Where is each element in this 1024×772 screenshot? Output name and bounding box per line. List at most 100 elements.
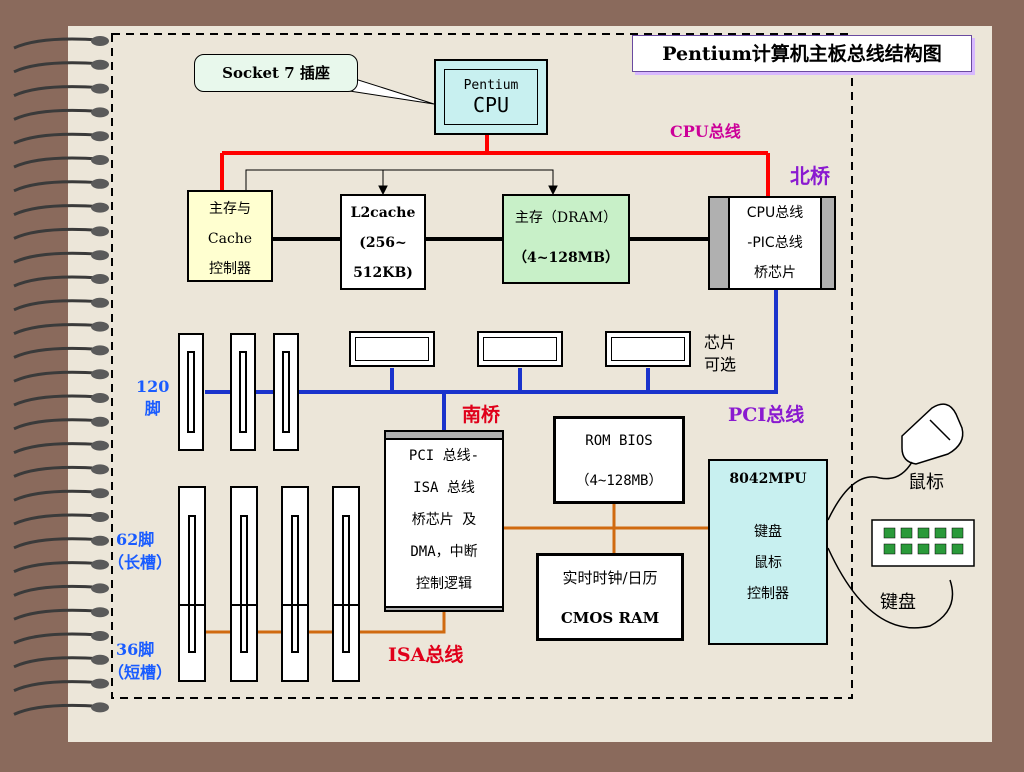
spiral-hole [91,107,109,118]
keyboard-key [917,543,930,555]
keyboard-key [900,527,913,539]
south-bridge-label: 南桥 [462,404,501,426]
cpu-bus-lines [220,134,770,196]
spiral-ring [13,204,101,216]
spiral-hole [91,321,109,332]
pin36-line1: 36脚 [116,640,155,659]
spiral-ring [13,180,101,193]
keyboard-key [934,527,947,539]
kbc-line1: 8042MPU [729,471,807,487]
pin120-line2: 脚 [144,399,161,418]
spiral-hole [91,559,109,570]
spiral-hole [91,83,109,94]
spiral-ring [13,442,101,454]
spiral-hole [91,178,109,189]
spiral-hole [91,440,109,451]
south-chip-line2: ISA 总线 [413,480,475,496]
spiral-rings-graphic [13,36,109,716]
pci-bus-label: PCI总线 [728,404,805,426]
spiral-ring [13,465,101,478]
spiral-hole [91,464,109,475]
spiral-hole [91,678,109,689]
pin62-line2: （长槽） [108,553,173,572]
keyboard-key [917,527,930,539]
spiral-hole [91,131,109,142]
mem-ctrl-line2: Cache [207,231,253,247]
spiral-hole [91,702,109,713]
cache-control-arrows [245,169,558,196]
cmos-line1: 实时时钟/日历 [562,569,658,587]
paper-background [68,26,992,742]
spiral-ring [13,85,101,97]
spiral-ring [13,584,101,597]
keyboard-key [951,527,964,539]
south-chip-line3: 桥芯片 及 [411,512,477,528]
spiral-ring [13,680,101,692]
cpu-line1: Pentium [463,78,519,93]
south-chip-line4: DMA，中断 [410,544,478,560]
dram-box: 主存（DRAM） （4~128MB） [502,194,630,284]
north-bridge-chip: CPU总线 -PIC总线 桥芯片 [708,196,836,290]
isa-slot-3 [281,486,309,682]
kbc-line4: 控制器 [747,586,789,602]
spiral-ring [13,108,101,121]
optional-chip-1 [349,331,435,367]
spiral-hole [91,202,109,213]
spiral-hole [91,226,109,237]
pin36-line2: （短槽） [108,663,173,682]
page-title: Pentium计算机主板总线结构图 [632,35,972,72]
spiral-ring [13,156,101,169]
l2cache-line3: 512KB) [353,265,413,281]
cmos-line2: CMOS RAM [560,609,660,627]
dram-line2: （4~128MB） [512,250,620,266]
mouse-icon [827,403,964,521]
optional-chip-2 [477,331,563,367]
spiral-ring [13,513,101,526]
kbc-line2: 键盘 [754,524,782,540]
rom-bios: ROM BIOS （4~128MB） [553,416,685,504]
pci-slot-2 [230,333,256,451]
keyboard-label: 键盘 [880,592,916,613]
cmos-ram: 实时时钟/日历 CMOS RAM [536,553,684,641]
spiral-ring [13,370,101,383]
l2cache-line1: L2cache [350,205,416,221]
south-bridge-chip: PCI 总线- ISA 总线 桥芯片 及 DMA，中断 控制逻辑 [384,430,504,612]
spiral-ring [13,299,101,312]
keyboard-key [883,543,896,555]
pin62-line1: 62脚 [116,530,155,549]
spiral-ring [13,275,101,288]
kbc-line3: 鼠标 [754,555,782,571]
cpu-line2: CPU [472,93,510,117]
spiral-ring [13,37,101,50]
south-chip-line1: PCI 总线- [408,448,480,464]
spiral-ring [13,61,101,74]
keyboard-icon [827,519,975,629]
spiral-ring [13,632,101,645]
spiral-hole [91,345,109,356]
pci-slot-1 [178,333,204,451]
spiral-binding [0,0,120,768]
north-chip-line3: 桥芯片 [754,265,796,281]
pci-slot-3 [273,333,299,451]
title-text: Pentium计算机主板总线结构图 [662,43,942,65]
spiral-hole [91,59,109,70]
south-chip-line5: 控制逻辑 [416,576,472,592]
isa-slot-1 [178,486,206,682]
board-outline [111,33,853,699]
spiral-hole [91,393,109,403]
pin62-label: 62脚 （长槽） [108,528,172,574]
spiral-ring [13,418,101,431]
north-chip-line2: -PIC总线 [747,235,803,251]
spiral-ring [13,346,101,359]
spiral-hole [91,274,109,284]
rom-bios-line1: ROM BIOS [585,433,653,449]
spiral-hole [91,488,109,499]
mouse-label: 鼠标 [908,472,944,493]
pin36-label: 36脚 （短槽） [108,638,172,684]
memory-controller: 主存与 Cache 控制器 [187,190,273,282]
spiral-hole [91,369,109,380]
spiral-hole [91,654,109,665]
keyboard-key [883,527,896,539]
spiral-ring [13,227,101,240]
keyboard-key [934,543,947,555]
